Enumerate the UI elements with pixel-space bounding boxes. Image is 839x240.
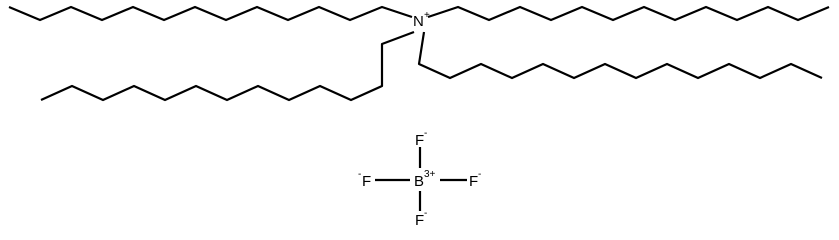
chain-top-right	[427, 5, 830, 22]
nitrogen-atom: N	[413, 13, 424, 30]
fluorine-left: F	[362, 173, 371, 190]
fluorine-top: F	[415, 132, 424, 149]
nitrogen-charge: +	[424, 10, 430, 21]
fluorine-right-charge: -	[478, 169, 481, 180]
fluorine-top-charge: -	[424, 128, 427, 139]
chain-top-left	[8, 5, 413, 22]
fluorine-bottom: F	[415, 212, 424, 229]
boron-charge: 3+	[424, 169, 436, 180]
chain-lower-right	[417, 31, 823, 80]
chain-lower-left	[40, 30, 415, 102]
boron-atom: B	[414, 173, 424, 190]
fluorine-bottom-charge: -	[424, 208, 427, 219]
fluorine-right: F	[469, 173, 478, 190]
structure-canvas: N + B 3+ F - - F F - F -	[8, 5, 830, 229]
fluorine-left-charge: -	[358, 169, 361, 180]
